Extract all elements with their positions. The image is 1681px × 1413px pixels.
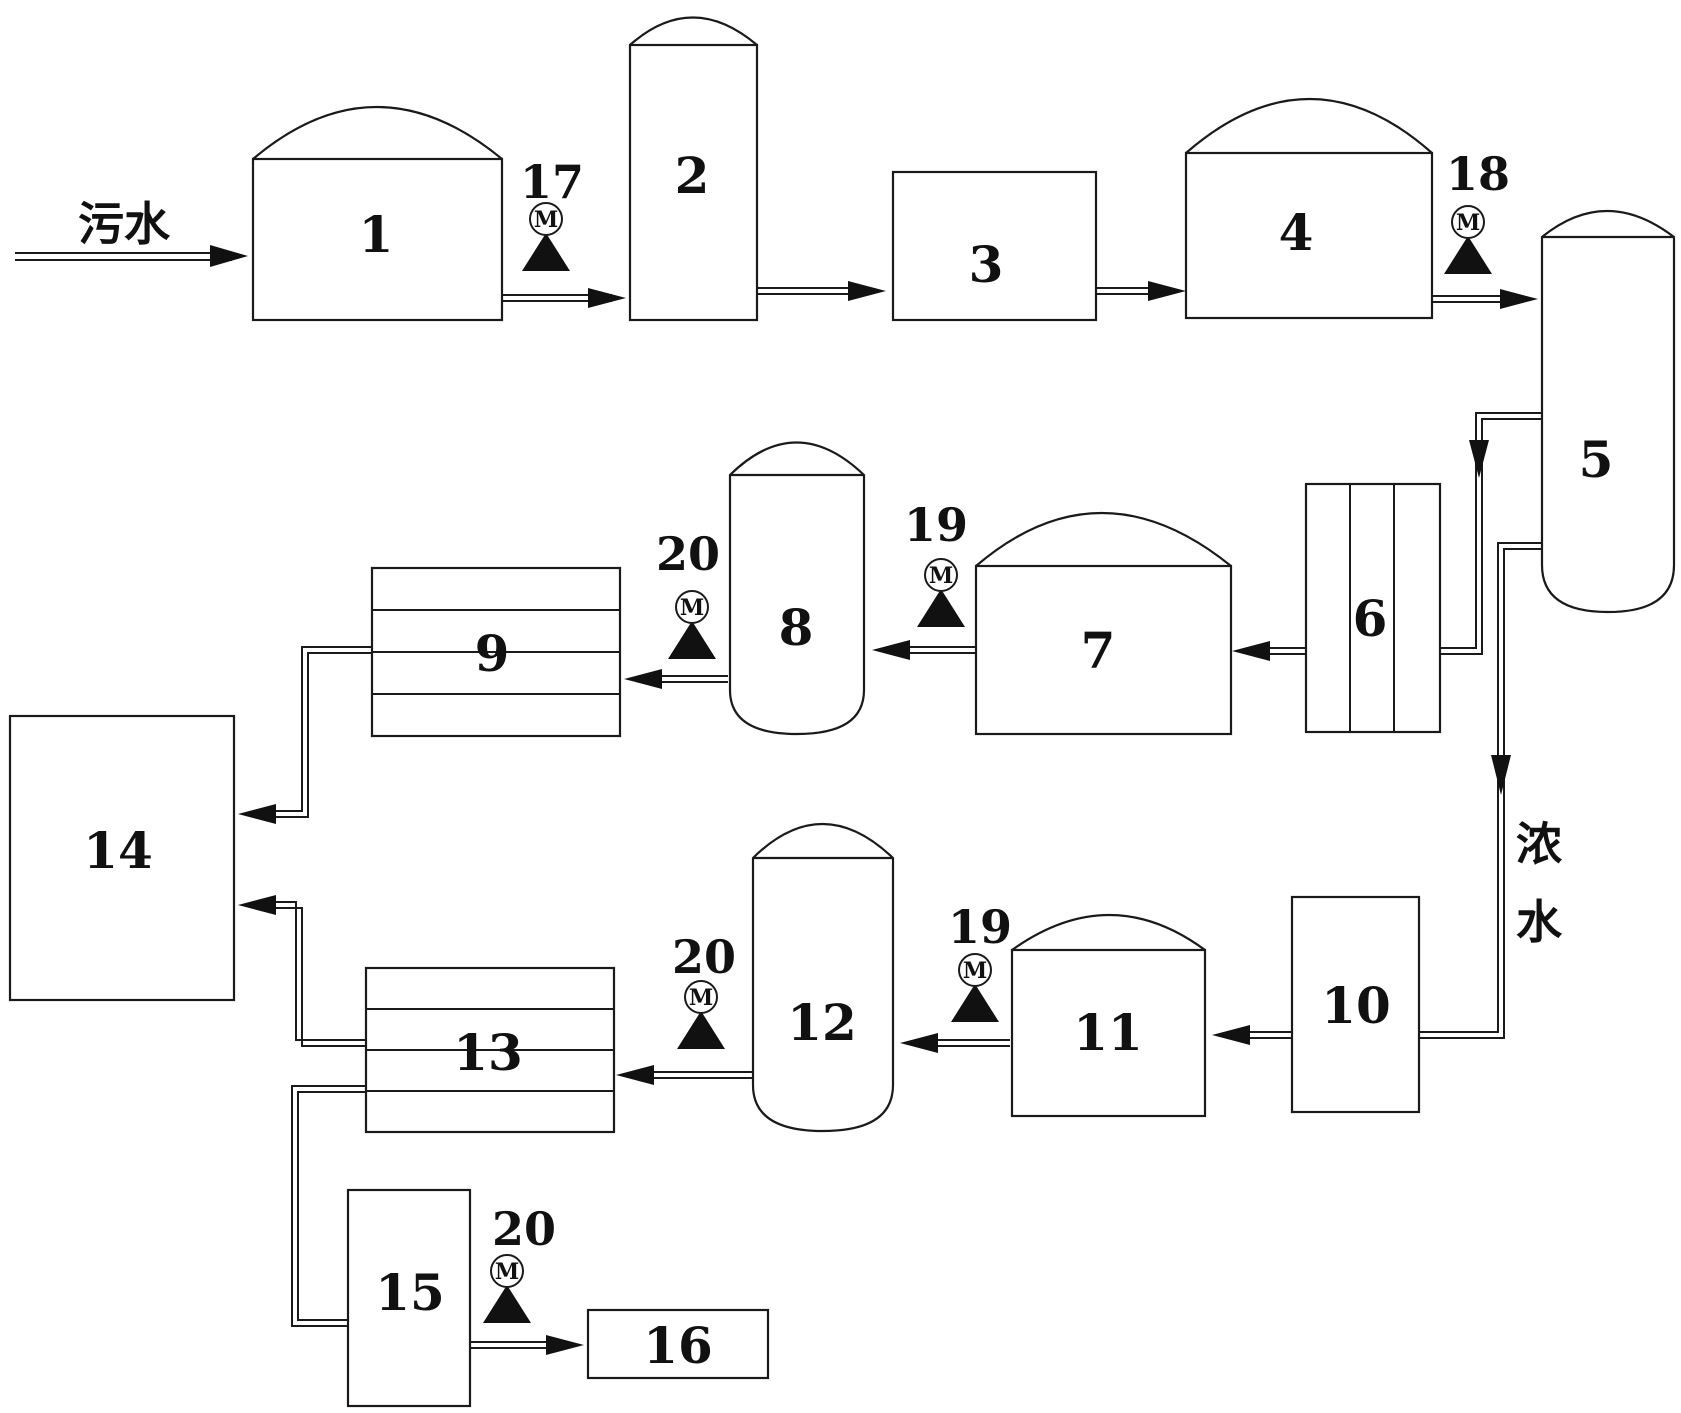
pump-p19b: M 19: [948, 900, 1012, 1022]
motor-letter: M: [689, 985, 713, 1011]
pump-p20a: M 20: [656, 527, 720, 659]
motor-letter: M: [534, 207, 558, 233]
pipe-13-to-14: [238, 895, 366, 1047]
unit-15-box: 15: [346, 1188, 472, 1408]
unit-4-tank: 4: [1184, 97, 1434, 320]
unit-2-label: 2: [675, 146, 710, 205]
pump-label-p20a: 20: [656, 527, 720, 581]
unit-11-tank: 11: [1010, 914, 1207, 1118]
pipe-5-to-6: [1440, 412, 1542, 655]
unit-12-label: 12: [787, 993, 857, 1052]
motor-letter: M: [963, 958, 987, 984]
pump-label-p17: 17: [520, 155, 584, 209]
motor-letter: M: [929, 563, 953, 589]
unit-5-label: 5: [1579, 430, 1614, 489]
pipe-6-to-7: [1232, 641, 1306, 661]
unit-14-box: 14: [8, 714, 236, 1002]
pump-p17: M17: [520, 155, 584, 271]
unit-14-label: 14: [83, 821, 153, 880]
pump-body-icon: [668, 621, 716, 659]
pump-p18: M 18: [1444, 147, 1510, 274]
pipe-8-to-9: [624, 669, 728, 689]
pipe-15-to-16: [470, 1335, 584, 1355]
unit-1-tank: 1: [251, 105, 504, 322]
unit-15-label: 15: [375, 1263, 445, 1322]
unit-5-column: 5: [1540, 210, 1676, 614]
motor-letter: M: [1456, 210, 1480, 236]
pipe-12-to-13: [616, 1065, 752, 1085]
concentrate-label-1: 浓: [1516, 817, 1563, 871]
unit-6-module: 6: [1304, 482, 1442, 734]
pump-body-icon: [677, 1011, 725, 1049]
unit-2-column: 2: [628, 16, 759, 322]
unit-8-column: 8: [728, 441, 866, 736]
unit-10-label: 10: [1321, 976, 1391, 1035]
pipe-5-to-10: [1420, 542, 1542, 1039]
pump-label-p20b: 20: [672, 930, 736, 984]
pipe-10-to-11: [1212, 1025, 1292, 1045]
pump-label-p20c: 20: [492, 1202, 556, 1256]
unit-8-label: 8: [779, 598, 814, 657]
unit-3-box: 3: [891, 170, 1098, 322]
pipe-2-to-3: [758, 281, 886, 301]
motor-letter: M: [495, 1259, 519, 1285]
unit-11-label: 11: [1073, 1003, 1143, 1062]
concentrate-label-2: 水: [1516, 895, 1563, 949]
pipe-4-to-5: [1430, 289, 1538, 309]
unit-16-box: 16: [586, 1308, 770, 1380]
pump-label-p19b: 19: [948, 900, 1012, 954]
motor-icon: [958, 953, 992, 987]
pump-p19a: M 19: [904, 498, 968, 627]
unit-12-column: 12: [751, 822, 895, 1133]
motor-letter: M: [680, 595, 704, 621]
unit-16-label: 16: [643, 1316, 713, 1375]
pipe-3-to-4: [1096, 281, 1186, 301]
pump-p20c: M 20: [483, 1202, 556, 1323]
motor-icon: [924, 558, 958, 592]
motor-icon: [684, 980, 718, 1014]
pump-body-icon: [1444, 236, 1492, 274]
pump-body-icon: [522, 233, 570, 271]
pump-p20b: M20: [672, 930, 736, 1049]
motor-icon: [490, 1254, 524, 1288]
pipes: [15, 245, 1542, 1355]
pipe-7-to-8: [872, 640, 976, 660]
unit-1-label: 1: [359, 205, 394, 264]
unit-4-label: 4: [1279, 203, 1314, 262]
unit-6-label: 6: [1353, 589, 1388, 648]
unit-7-label: 7: [1081, 621, 1116, 680]
pump-body-icon: [483, 1285, 531, 1323]
unit-9-module: 9: [370, 566, 622, 738]
pipe-11-to-12: [900, 1033, 1010, 1053]
pipe-13-to-15: [291, 1085, 366, 1327]
unit-9-label: 9: [475, 624, 510, 683]
pipe-inlet-to-1: [15, 245, 248, 267]
pipe-1-to-2: [503, 288, 626, 308]
pipe-9-to-14: [238, 646, 372, 824]
pump-label-p18: 18: [1446, 147, 1510, 201]
motor-icon: [675, 590, 709, 624]
motor-icon: [529, 202, 563, 236]
unit-7-tank: 7: [974, 511, 1233, 736]
unit-13-module: 13: [364, 966, 616, 1134]
unit-13-label: 13: [453, 1023, 523, 1082]
motor-icon: [1451, 205, 1485, 239]
unit-10-box: 10: [1290, 895, 1421, 1114]
pump-label-p19a: 19: [904, 498, 968, 552]
pump-body-icon: [951, 984, 999, 1022]
inlet-label: 污水: [78, 197, 171, 251]
unit-3-label: 3: [969, 235, 1004, 294]
pump-body-icon: [917, 589, 965, 627]
